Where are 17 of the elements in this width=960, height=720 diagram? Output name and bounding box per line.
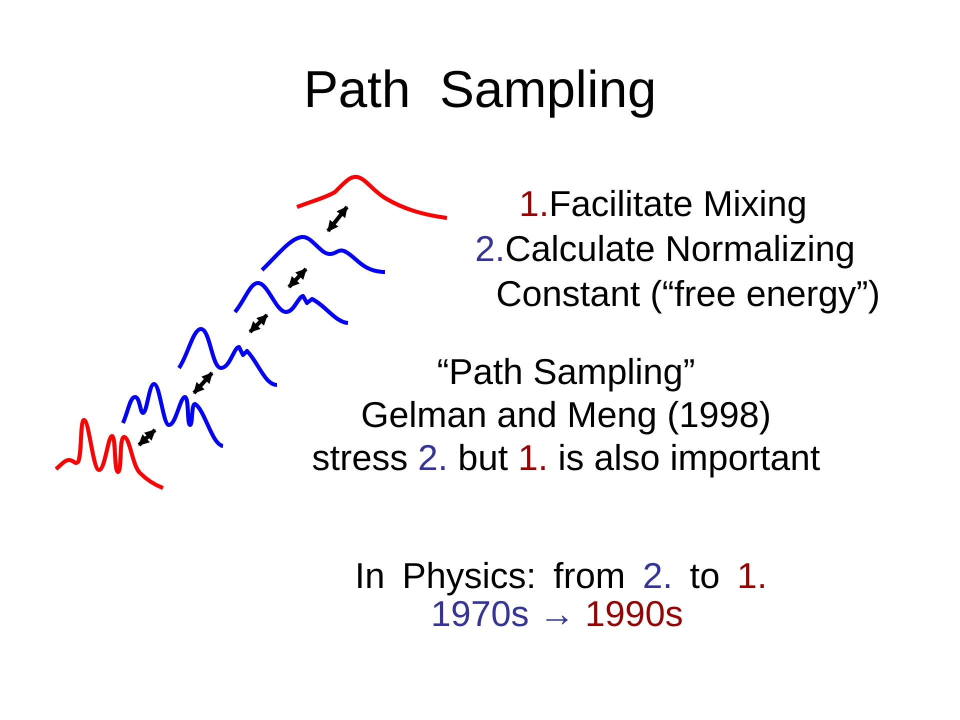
list-item: 2.Calculate Normalizing Constant (“free energy”) bbox=[475, 227, 882, 316]
density-curve bbox=[294, 173, 450, 221]
citation-text: “Path Sampling” Gelman and Meng (1998) stress 2. but 1. is also important bbox=[310, 350, 822, 479]
timeline-text: 1970s → 1990s bbox=[430, 595, 684, 633]
double-arrow bbox=[192, 372, 214, 394]
density-curve bbox=[120, 380, 226, 449]
double-arrow bbox=[288, 268, 308, 288]
double-arrow bbox=[138, 428, 156, 446]
note-text: In Physics: from 2. to 1. bbox=[354, 557, 768, 595]
list-item: 1.Facilitate Mixing bbox=[518, 182, 808, 226]
density-curve bbox=[176, 325, 280, 388]
density-curve bbox=[259, 233, 388, 275]
double-arrow bbox=[326, 206, 349, 232]
density-curve bbox=[232, 279, 351, 326]
title: Path Sampling bbox=[302, 60, 658, 120]
density-curve bbox=[53, 416, 166, 491]
double-arrow bbox=[248, 314, 268, 334]
